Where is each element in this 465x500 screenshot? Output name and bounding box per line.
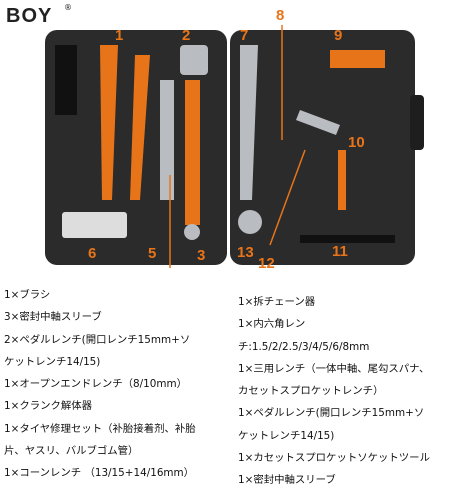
parts-item: 1×ブラシ: [4, 289, 51, 301]
wrench-orange-2: [130, 55, 150, 200]
parts-item: ケットレンチ14/15): [4, 355, 101, 368]
callout-2: 2: [182, 27, 190, 44]
parts-item: 1×ペダルレンチ(開口レンチ15mm+ソ: [238, 407, 425, 420]
parts-item: 1×内六角レン: [238, 318, 306, 331]
pedal-wrench: [185, 80, 200, 225]
callout-6: 6: [88, 245, 96, 262]
socket: [180, 45, 208, 75]
callout-7: 7: [240, 27, 248, 44]
callout-1: 1: [115, 27, 123, 44]
callout-3: 3: [197, 247, 205, 264]
wrench-orange-1: [100, 45, 118, 200]
parts-item: 片、ヤスリ、バルブゴム管）: [4, 445, 139, 458]
parts-item: 1×拆チェーン器: [238, 296, 316, 308]
parts-item: カセットスプロケットレンチ）: [238, 385, 384, 398]
chain-tool: [296, 110, 340, 135]
callout-11: 11: [332, 243, 348, 260]
open-end-wrench: [160, 80, 174, 200]
screwdriver: [338, 150, 346, 210]
parts-list-right: 1×拆チェーン器 1×内六角レン チ:1.5/2/2.5/3/4/5/6/8mm…: [238, 291, 463, 492]
tire-repair-kit: [62, 212, 127, 238]
tool-kit-photo: BOY ® 1 2 3 4 5 6 7 8 9 10 11 12 13: [6, 3, 424, 270]
parts-list-left: 1×ブラシ 3×密封中軸スリーブ 2×ペダルレンチ(開口レンチ15mm+ソ ケッ…: [4, 284, 232, 485]
brand-logo: BOY: [6, 5, 52, 27]
parts-item: 1×コーンレンチ （13/15+14/16mm）: [4, 467, 195, 480]
parts-item: ケットレンチ14/15): [238, 429, 335, 442]
parts-item: 1×三用レンチ（一体中軸、尾勾スパナ、: [238, 362, 430, 375]
callout-8: 8: [276, 7, 284, 24]
parts-item: 2×ペダルレンチ(開口レンチ15mm+ソ: [4, 333, 191, 346]
registered-mark: ®: [64, 3, 72, 12]
callout-5: 5: [148, 245, 156, 262]
parts-item: 1×タイヤ修理セット（补胎接着剂、补胎: [4, 422, 196, 435]
callout-12: 12: [258, 255, 275, 270]
parts-item: 1×カセットスプロケットソケットツール: [238, 452, 430, 465]
callout-9: 9: [334, 27, 342, 44]
callout-13: 13: [237, 244, 254, 261]
three-way-wrench: [240, 45, 258, 200]
case-right: [230, 30, 415, 265]
parts-item: チ:1.5/2/2.5/3/4/5/6/8mm: [238, 340, 370, 353]
callout-line-12: [269, 149, 306, 246]
parts-item: 1×オープンエンドレンチ（8/10mm）: [4, 378, 187, 391]
callout-10: 10: [348, 134, 365, 151]
parts-item: 1×密封中軸スリーブ: [238, 474, 336, 487]
parts-item: 3×密封中軸スリーブ: [4, 311, 102, 324]
cassette-tool: [238, 210, 262, 234]
hex-key-holder: [330, 50, 385, 68]
crank-tool: [184, 224, 200, 240]
spanner-black: [300, 235, 395, 243]
case-handle: [410, 95, 424, 150]
parts-item: 1×クランク解体器: [4, 400, 93, 413]
brush: [55, 45, 77, 115]
